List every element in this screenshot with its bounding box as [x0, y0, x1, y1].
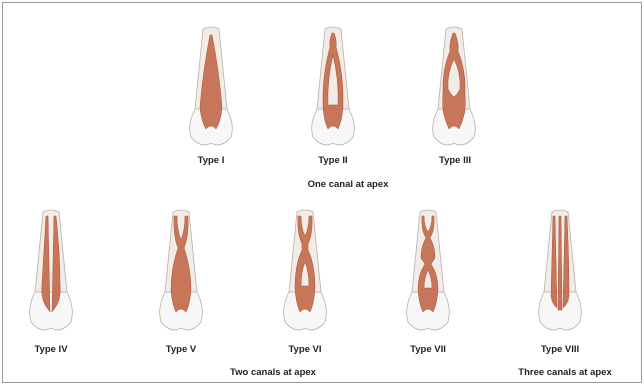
type-v-label: Type V: [166, 344, 196, 355]
tooth-type-viii: [530, 208, 590, 338]
tooth-type-v: [151, 208, 211, 338]
type-ii-label: Type II: [318, 155, 347, 166]
tooth-type-vi: [275, 208, 335, 338]
crown: [30, 292, 73, 330]
type-viii-label: Type VIII: [541, 344, 579, 355]
tooth-type-i: [181, 25, 241, 150]
root: [35, 210, 67, 292]
caption-two-canals: Two canals at apex: [230, 367, 316, 378]
tooth-type-iv: [21, 208, 81, 338]
type-i-label: Type I: [198, 155, 225, 166]
tooth-type-ii: [303, 25, 363, 150]
type-iv-label: Type IV: [34, 344, 67, 355]
type-vii-label: Type VII: [410, 344, 446, 355]
caption-three-canals: Three canals at apex: [518, 367, 611, 378]
type-iii-label: Type III: [439, 155, 471, 166]
caption-one-canal: One canal at apex: [308, 179, 389, 190]
tooth-type-iii: [424, 25, 484, 150]
type-vi-label: Type VI: [288, 344, 321, 355]
tooth-type-vii: [398, 208, 458, 338]
